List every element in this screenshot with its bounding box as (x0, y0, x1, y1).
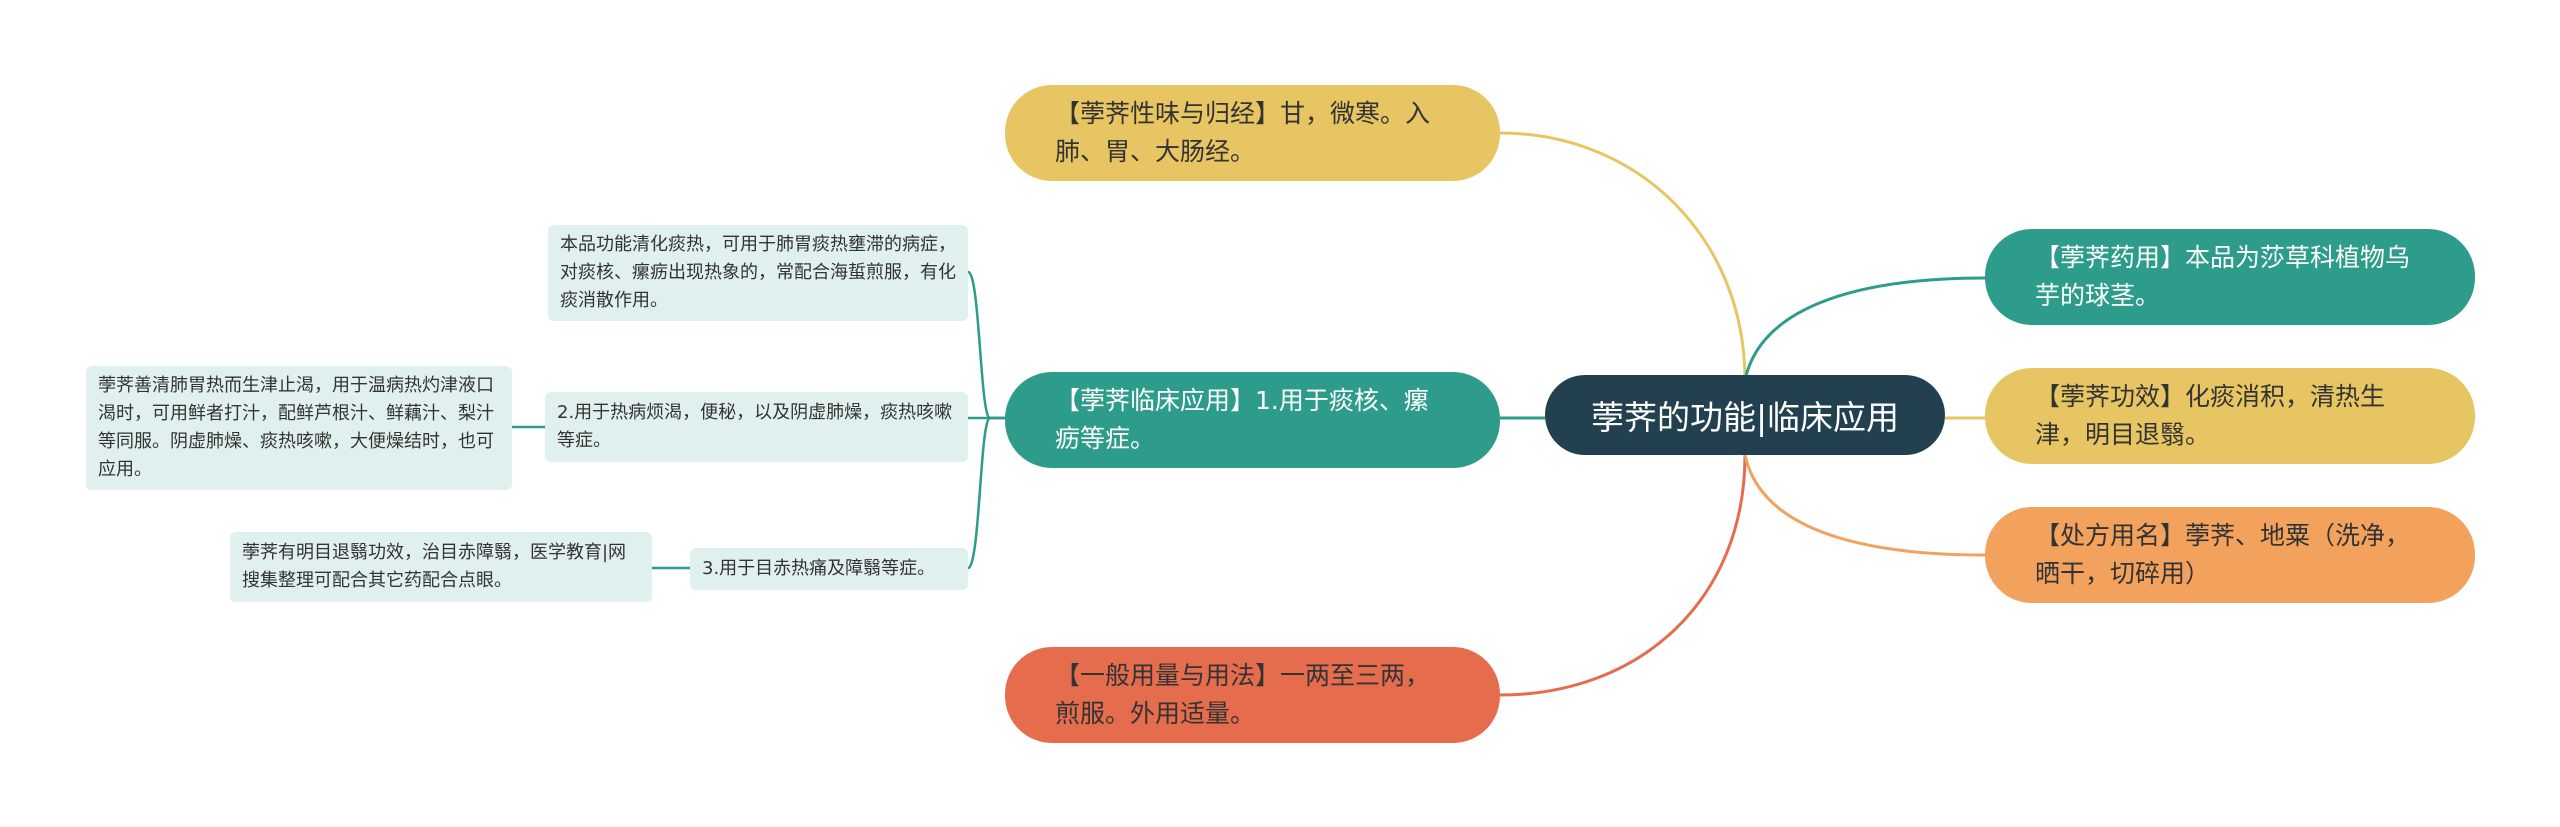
branch-effect[interactable]: 【荸荠功效】化痰消积，清热生津，明目退翳。 (1985, 368, 2475, 464)
edge-clinical-item3 (966, 416, 1005, 570)
branch-taste[interactable]: 【荸荠性味与归经】甘，微寒。入肺、胃、大肠经。 (1005, 85, 1500, 181)
branch-source-text: 【荸荠药用】本品为莎草科植物乌芋的球茎。 (2035, 243, 2411, 310)
clinical-item2-detail-text: 荸荠善清肺胃热而生津止渴，用于温病热灼津液口渴时，可用鲜者打汁，配鲜芦根汁、鲜藕… (98, 375, 494, 480)
branch-dosage-text: 【一般用量与用法】一两至三两，煎服。外用适量。 (1055, 661, 1431, 728)
edge-root-dosage (1499, 454, 1747, 697)
clinical-item1-text: 本品功能清化痰热，可用于肺胃痰热壅滞的病症，对痰核、瘰疬出现热象的，常配合海蜇煎… (560, 234, 956, 311)
branch-source[interactable]: 【荸荠药用】本品为莎草科植物乌芋的球茎。 (1985, 229, 2475, 325)
clinical-item1[interactable]: 本品功能清化痰热，可用于肺胃痰热壅滞的病症，对痰核、瘰疬出现热象的，常配合海蜇煎… (548, 225, 968, 321)
edge-root-source (1743, 276, 1986, 381)
edge-root-prescription (1743, 454, 1986, 557)
clinical-item3-detail[interactable]: 荸荠有明目退翳功效，治目赤障翳，医学教育|网搜集整理可配合其它药配合点眼。 (230, 532, 652, 602)
branch-clinical[interactable]: 【荸荠临床应用】1.用于痰核、瘰疬等症。 (1005, 372, 1500, 468)
clinical-item2-detail[interactable]: 荸荠善清肺胃热而生津止渴，用于温病热灼津液口渴时，可用鲜者打汁，配鲜芦根汁、鲜藕… (86, 366, 512, 490)
root-title: 荸荠的功能|临床应用 (1590, 398, 1900, 437)
branch-dosage[interactable]: 【一般用量与用法】一两至三两，煎服。外用适量。 (1005, 647, 1500, 743)
branch-prescription[interactable]: 【处方用名】荸荠、地粟（洗净，晒干，切碎用） (1985, 507, 2475, 603)
edge-root-taste (1499, 131, 1747, 381)
branch-effect-text: 【荸荠功效】化痰消积，清热生津，明目退翳。 (2035, 382, 2386, 449)
branch-clinical-text: 【荸荠临床应用】1.用于痰核、瘰疬等症。 (1055, 386, 1429, 453)
clinical-item3-text: 3.用于目赤热痛及障翳等症。 (702, 558, 936, 579)
clinical-item2[interactable]: 2.用于热病烦渴，便秘，以及阴虚肺燥，痰热咳嗽等症。 (545, 392, 968, 462)
branch-taste-text: 【荸荠性味与归经】甘，微寒。入肺、胃、大肠经。 (1055, 99, 1431, 166)
clinical-item3[interactable]: 3.用于目赤热痛及障翳等症。 (690, 548, 968, 590)
branch-prescription-text: 【处方用名】荸荠、地粟（洗净，晒干，切碎用） (2035, 521, 2411, 588)
clinical-item3-detail-text: 荸荠有明目退翳功效，治目赤障翳，医学教育|网搜集整理可配合其它药配合点眼。 (242, 542, 627, 591)
edge-clinical-item1 (966, 270, 1005, 420)
root-node[interactable]: 荸荠的功能|临床应用 (1545, 375, 1945, 455)
clinical-item2-text: 2.用于热病烦渴，便秘，以及阴虚肺燥，痰热咳嗽等症。 (557, 402, 953, 451)
